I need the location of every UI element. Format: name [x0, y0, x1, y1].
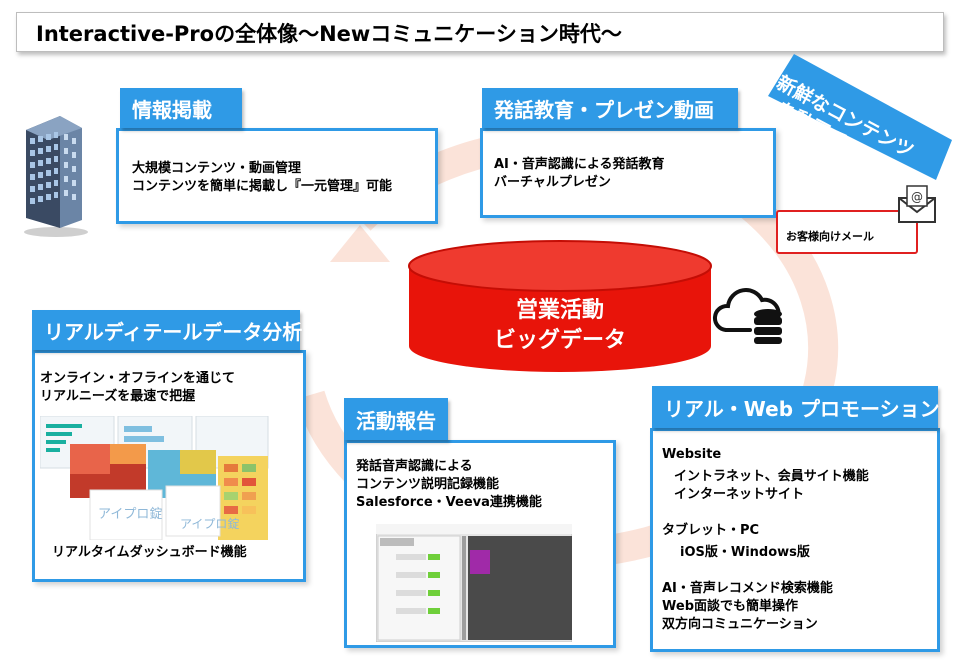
- report-label: 活動報告: [344, 398, 448, 440]
- training-label: 発話教育・プレゼン動画: [482, 88, 738, 128]
- big-data-cylinder: [408, 240, 712, 372]
- retail-line-1: オンライン・オフラインを通じて: [40, 371, 236, 386]
- promo-website-item-2: インターネットサイト: [674, 487, 805, 502]
- mail-box: [776, 210, 918, 254]
- training-card: [480, 128, 776, 218]
- promotion-label: リアル・Web プロモーション: [652, 386, 940, 428]
- center-line-1: 営業活動: [515, 298, 604, 323]
- promo-device-item-1: iOS版・Windows版: [680, 545, 810, 560]
- promotion-card: [650, 428, 940, 652]
- report-line-1: 発話音声認識による: [356, 459, 473, 474]
- building-icon: [24, 116, 88, 237]
- svg-text:@: @: [911, 190, 923, 204]
- email-icon: @: [898, 185, 936, 223]
- info-posting-label: 情報掲載: [120, 88, 242, 128]
- info-posting-card: [116, 128, 438, 224]
- report-line-3: Salesforce・Veeva連携機能: [356, 495, 542, 510]
- page-title: Interactive-Proの全体像～Newコミュニケーション時代～: [36, 22, 622, 46]
- svg-text:アイプロ錠: アイプロ錠: [180, 516, 239, 531]
- promo-website-head: Website: [662, 447, 722, 462]
- retail-analysis-label: リアルディテールデータ分析: [32, 310, 302, 350]
- center-line-2: ビッグデータ: [493, 328, 626, 353]
- report-line-2: コンテンツ説明記録機能: [356, 477, 500, 492]
- info-posting-line-2: コンテンツを簡単に掲載し『一元管理』可能: [132, 179, 393, 194]
- dashboard-thumbnail: アイプロ錠 アイプロ錠: [40, 416, 269, 540]
- cloud-database-icon: [713, 288, 782, 344]
- svg-text:アイプロ錠: アイプロ錠: [98, 507, 162, 522]
- mail-label: お客様向けメール: [786, 230, 874, 243]
- fresh-content-banner: [768, 54, 952, 180]
- promo-ai-item-2: Web面談でも簡単操作: [662, 599, 798, 614]
- training-line-1: AI・音声認識による発話教育: [494, 157, 665, 172]
- promo-device-head: タブレット・PC: [662, 523, 760, 538]
- retail-footer: リアルタイムダッシュボード機能: [52, 545, 247, 560]
- retail-line-2: リアルニーズを最速で把握: [40, 389, 196, 404]
- info-posting-line-1: 大規模コンテンツ・動画管理: [132, 161, 302, 176]
- title-bar: [16, 12, 944, 52]
- promo-website-item-1: イントラネット、会員サイト機能: [674, 469, 869, 484]
- training-line-2: バーチャルプレゼン: [494, 175, 611, 190]
- report-app-thumbnail: [376, 524, 572, 642]
- promo-ai-item-3: 双方向コミュニケーション: [662, 617, 818, 632]
- promo-ai-item-1: AI・音声レコメンド検索機能: [662, 581, 833, 596]
